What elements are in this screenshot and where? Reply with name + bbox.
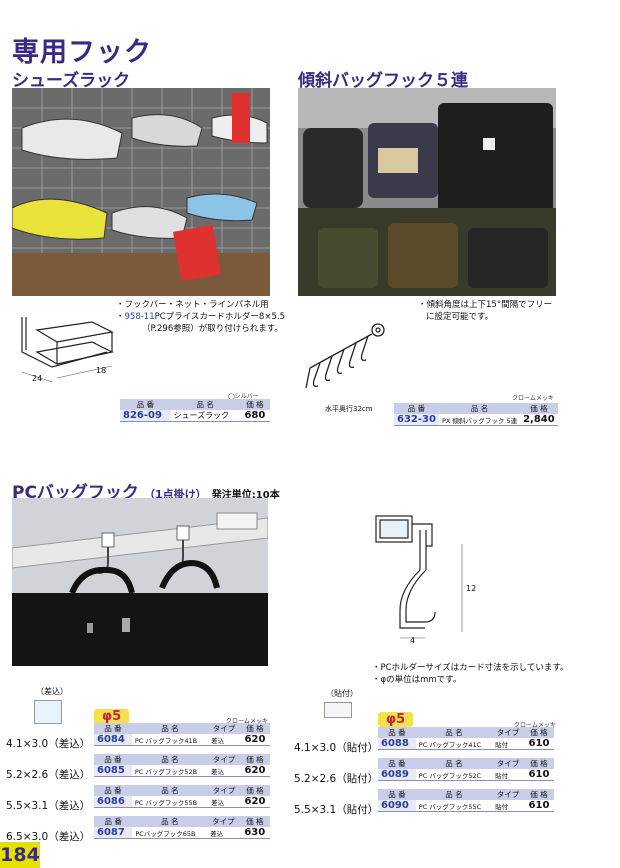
shoe-rack-table: 品 番 品 名 価 格 826-09 シューズラック 680 bbox=[120, 399, 270, 422]
insert-type-label: （差込） bbox=[36, 687, 68, 696]
product-name: PC バッグフック41B bbox=[131, 734, 209, 746]
product-price: 620 bbox=[239, 734, 270, 746]
product-code: 6085 bbox=[94, 765, 132, 777]
stick-phi-badge: φ5 bbox=[378, 708, 414, 727]
product-code: 6089 bbox=[378, 769, 416, 781]
product-type: 差込 bbox=[208, 765, 240, 777]
shoe-rack-finish: ◯シルバー bbox=[228, 393, 259, 400]
card-size-label: 5.5×3.1（差込） bbox=[6, 800, 91, 812]
product-price: 620 bbox=[239, 765, 270, 777]
bag-hook-photo bbox=[298, 88, 556, 296]
shoe-rack-note-1: ・フックバー・ネット・ラインパネル用 bbox=[116, 300, 269, 310]
card-size-label: 4.1×3.0（貼付） bbox=[294, 742, 379, 754]
product-price: 610 bbox=[523, 738, 554, 750]
bag-hook-diagram bbox=[300, 318, 390, 398]
bag-hook-table: 品 番 品 名 価 格 632-30 PX 傾斜バッグフック 5連 2,840 bbox=[394, 403, 558, 426]
stick-holder-icon bbox=[324, 702, 352, 718]
product-price: 680 bbox=[239, 410, 270, 422]
shoe-rack-notes: ・フックバー・ネット・ラインパネル用 ・958-11PCプライスカードホルダー8… bbox=[116, 299, 286, 335]
card-size-label: 5.2×2.6（差込） bbox=[6, 769, 91, 781]
product-type: 貼付 bbox=[492, 800, 524, 812]
product-name: PCバッグフック65B bbox=[132, 827, 208, 839]
shoe-rack-subtitle: シューズラック bbox=[12, 71, 131, 91]
page-title: 専用フック bbox=[12, 37, 152, 68]
product-code: 826-09 bbox=[120, 410, 171, 422]
product-name: PC バッグフック52B bbox=[131, 765, 209, 777]
table-header: 品 名 bbox=[170, 399, 240, 410]
stick-type-label: （貼付） bbox=[326, 689, 358, 698]
product-name: PC バッグフック52C bbox=[415, 769, 493, 781]
bag-hook-note-1: ・傾斜角度は上下15°間隔でフリー bbox=[418, 300, 553, 310]
pc-hook-note-1: ・PCホルダーサイズはカード寸法を示しています。 bbox=[372, 663, 569, 673]
pc-hook-note-2: ・φの単位はmmです。 bbox=[372, 675, 462, 685]
stick-finish: クロームメッキ bbox=[514, 722, 556, 729]
pc-hook-diagram: 12 4 bbox=[370, 510, 480, 650]
insert-finish: クロームメッキ bbox=[226, 718, 268, 725]
pc-hook-subtitle2: （1点掛け） bbox=[144, 488, 207, 501]
shoe-rack-note-rest: PCプライスカードホルダー8×5.5 bbox=[154, 312, 285, 322]
product-name: シューズラック bbox=[170, 410, 240, 422]
insert-phi-badge: φ5 bbox=[94, 705, 130, 724]
shoe-rack-dim-width: 18 bbox=[96, 366, 107, 375]
table-header: 品 名 bbox=[438, 403, 521, 414]
product-code: 6090 bbox=[378, 800, 416, 812]
table-header: 価 格 bbox=[520, 403, 558, 414]
pc-hook-notes: ・PCホルダーサイズはカード寸法を示しています。 ・φの単位はmmです。 bbox=[372, 662, 617, 686]
bag-hook-subtitle: 傾斜バッグフック５連 bbox=[298, 71, 468, 91]
shoe-rack-note-code: 958-11 bbox=[124, 312, 155, 322]
product-price: 2,840 bbox=[520, 414, 558, 426]
product-code: 6087 bbox=[94, 827, 133, 839]
product-type: 差込 bbox=[208, 796, 240, 808]
product-name: PX 傾斜バッグフック 5連 bbox=[438, 414, 521, 426]
bag-hook-finish: クロームメッキ bbox=[512, 395, 554, 402]
bag-hook-dim: 水平奥行32cm bbox=[325, 405, 373, 413]
table-row: 632-30 PX 傾斜バッグフック 5連 2,840 bbox=[394, 414, 558, 426]
card-size-label: 5.2×2.6（貼付） bbox=[294, 773, 379, 785]
shoe-rack-note-ref: （P.296参照）が取り付けられます。 bbox=[142, 324, 283, 334]
bag-hook-notes: ・傾斜角度は上下15°間隔でフリー に設定可能です。 bbox=[418, 299, 578, 323]
pc-hook-photo bbox=[12, 498, 268, 666]
page-number: 184 bbox=[0, 842, 40, 868]
product-price: 620 bbox=[239, 796, 270, 808]
shoe-rack-note-2: ・958-11PCプライスカードホルダー8×5.5 bbox=[116, 312, 285, 322]
product-price: 610 bbox=[523, 800, 554, 812]
product-name: PC バッグフック41C bbox=[415, 738, 493, 750]
shoe-rack-diagram: 24 18 bbox=[12, 312, 122, 392]
bag-hook-note-2: に設定可能です。 bbox=[426, 312, 494, 322]
shoe-rack-photo bbox=[12, 88, 270, 296]
table-header: 品 番 bbox=[394, 403, 439, 414]
card-size-label: 6.5×3.0（差込） bbox=[6, 831, 91, 843]
product-type: 差込 bbox=[207, 827, 240, 839]
table-header: 価 格 bbox=[239, 399, 270, 410]
product-type: 貼付 bbox=[492, 769, 524, 781]
product-price: 630 bbox=[239, 827, 270, 839]
shoe-rack-dim-depth: 24 bbox=[32, 374, 43, 383]
pc-hook-dim-width: 4 bbox=[410, 636, 416, 645]
table-header: 品 番 bbox=[120, 399, 171, 410]
product-name: PC バッグフック55B bbox=[131, 796, 209, 808]
product-code: 6084 bbox=[94, 734, 132, 746]
product-code: 632-30 bbox=[394, 414, 439, 426]
card-size-label: 4.1×3.0（差込） bbox=[6, 738, 91, 750]
product-type: 差込 bbox=[208, 734, 240, 746]
product-name: PC バッグフック55C bbox=[415, 800, 493, 812]
table-row: 826-09 シューズラック 680 bbox=[120, 410, 270, 422]
pc-hook-order-unit: 発注単位:10本 bbox=[211, 490, 280, 501]
pc-hook-dim-height: 12 bbox=[466, 584, 477, 593]
product-type: 貼付 bbox=[492, 738, 524, 750]
insert-holder-icon bbox=[34, 700, 62, 724]
product-code: 6086 bbox=[94, 796, 132, 808]
card-size-label: 5.5×3.1（貼付） bbox=[294, 804, 379, 816]
product-code: 6088 bbox=[378, 738, 416, 750]
product-price: 610 bbox=[523, 769, 554, 781]
